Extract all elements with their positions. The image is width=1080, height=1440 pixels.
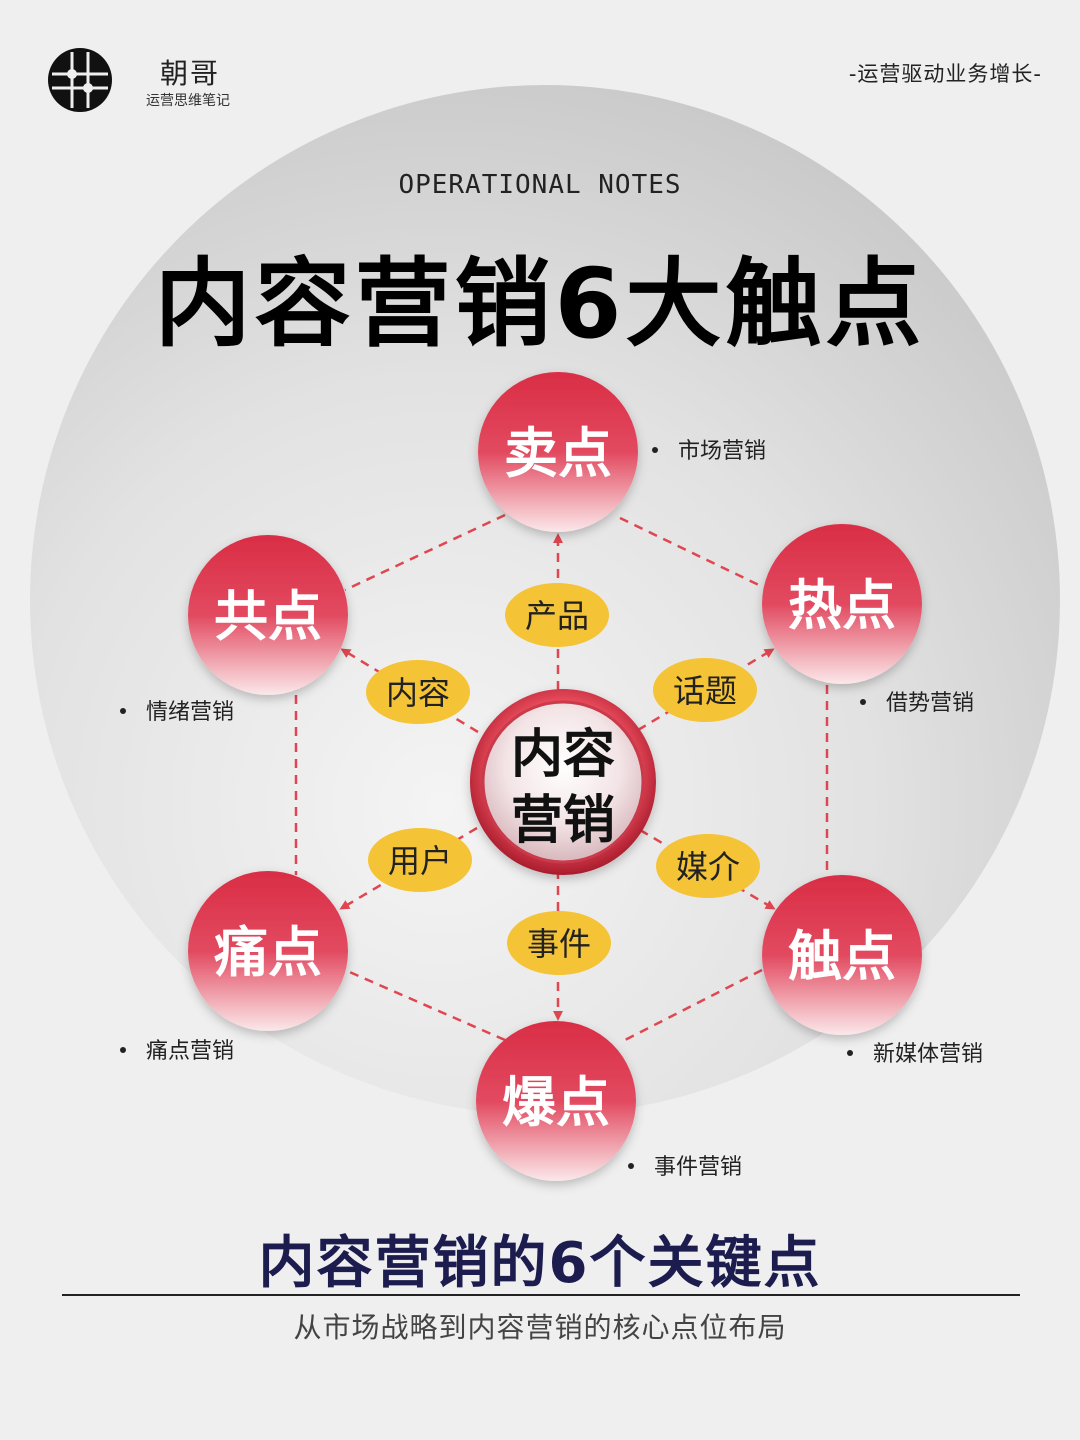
svg-text:卖点: 卖点 (504, 422, 612, 485)
svg-text:产品: 产品 (525, 597, 589, 635)
node-hot-point: 热点 (762, 524, 922, 684)
footer-subtitle: 从市场战略到内容营销的核心点位布局 (293, 1311, 787, 1344)
svg-text:内容: 内容 (511, 725, 615, 785)
brand-subtitle: 运营思维笔记 (146, 93, 230, 109)
svg-text:营销: 营销 (511, 791, 615, 851)
svg-text:共点: 共点 (214, 585, 322, 648)
svg-text:市场营销: 市场营销 (678, 439, 766, 464)
brand-logo-icon (48, 48, 112, 112)
svg-text:事件: 事件 (527, 925, 591, 963)
svg-text:借势营销: 借势营销 (886, 691, 974, 716)
svg-text:内容: 内容 (386, 674, 450, 712)
caption-pain-point-marketing: 痛点营销 (120, 1039, 234, 1064)
tags: 产品 话题 媒介 事件 用户 内容 (366, 583, 760, 975)
footer-title: 内容营销的6个关键点 (258, 1231, 822, 1296)
page-title: 内容营销6大触点 (154, 248, 926, 360)
caption-emotion-marketing: 情绪营销 (120, 700, 234, 725)
svg-text:话题: 话题 (673, 672, 737, 710)
caption-market-marketing: 市场营销 (652, 439, 766, 464)
tag-media: 媒介 (656, 834, 760, 898)
hexagon-edges (294, 513, 829, 1042)
slogan: -运营驱动业务增长- (848, 62, 1042, 86)
svg-text:热点: 热点 (788, 574, 896, 637)
node-selling-point: 卖点 (478, 372, 638, 532)
svg-text:用户: 用户 (388, 842, 452, 880)
svg-text:媒介: 媒介 (676, 848, 740, 886)
tag-user: 用户 (368, 828, 472, 892)
svg-text:触点: 触点 (788, 925, 896, 988)
tag-content: 内容 (366, 660, 470, 724)
tag-topic: 话题 (653, 658, 757, 722)
operational-notes-label: OPERATIONAL NOTES (398, 170, 682, 200)
svg-text:爆点: 爆点 (502, 1071, 610, 1134)
svg-text:新媒体营销: 新媒体营销 (873, 1042, 983, 1067)
brand-name: 朝哥 (160, 57, 221, 90)
node-common-point: 共点 (188, 535, 348, 695)
node-pain-point: 痛点 (188, 871, 348, 1031)
spokes (339, 533, 776, 1021)
svg-text:事件营销: 事件营销 (654, 1155, 742, 1180)
tag-product: 产品 (505, 583, 609, 647)
center-node: 内容 营销 (470, 689, 656, 875)
footer-divider (62, 1294, 1020, 1296)
caption-event-marketing: 事件营销 (628, 1155, 742, 1180)
svg-text:痛点: 痛点 (214, 921, 322, 984)
caption-new-media-marketing: 新媒体营销 (847, 1042, 983, 1067)
caption-momentum-marketing: 借势营销 (860, 691, 974, 716)
tag-event: 事件 (507, 911, 611, 975)
node-explosive-point: 爆点 (476, 1021, 636, 1181)
node-touch-point: 触点 (762, 875, 922, 1035)
captions: 市场营销 借势营销 新媒体营销 事件营销 痛点营销 情绪营销 (120, 439, 983, 1180)
svg-text:痛点营销: 痛点营销 (146, 1039, 234, 1064)
svg-text:情绪营销: 情绪营销 (146, 700, 234, 725)
